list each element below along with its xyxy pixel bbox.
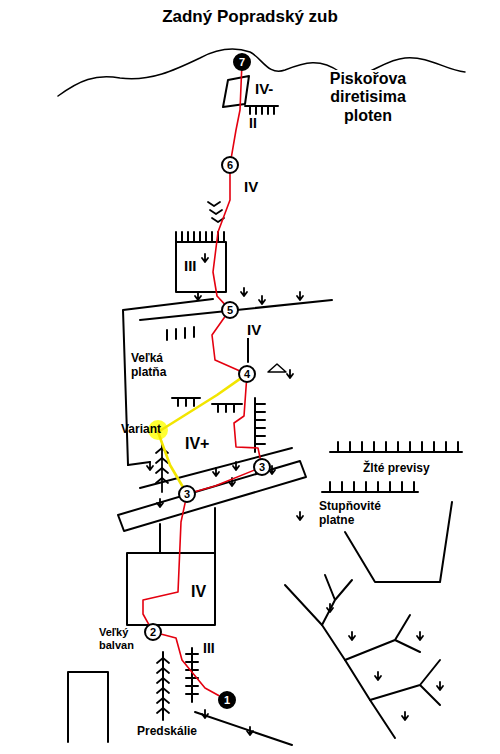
feature-name: Veľká platňa [130,352,190,380]
fall-arrow [402,712,408,720]
feature-name: Predskálie [136,725,198,739]
grade: IV [246,321,262,338]
route-line [212,317,239,370]
station-number: 2 [150,627,156,638]
fall-arrow [297,292,303,300]
variant-label: Variant [120,423,162,437]
station-number: 5 [227,305,233,316]
route-line [232,71,242,156]
station-number: 3 [184,489,190,500]
fall-arrow [202,254,208,262]
feature-name: Stupňovité platne [318,500,400,528]
station-number: 7 [239,57,245,68]
feature-name: Veľký balvan [98,626,144,651]
belay-station: 3 [253,458,271,476]
belay-station: 4 [238,365,256,383]
chimney-mark [157,658,169,663]
belay-station: 1 [218,691,236,709]
chimney-mark [157,678,169,683]
fall-arrow [417,632,423,640]
grade: III [183,257,198,274]
belay-station: 7 [233,53,251,71]
belay-station: 6 [221,156,239,174]
route-line [196,470,254,491]
fall-arrow [259,296,265,304]
route-line [162,634,219,695]
fall-arrow [241,288,247,296]
grade: IV+ [184,435,210,453]
fall-arrow [233,462,239,470]
route-line [143,503,185,624]
fall-arrow [213,468,219,476]
belay-station: 2 [144,623,162,641]
fall-arrow [247,727,253,735]
grade: IV- [254,80,274,97]
fall-arrow [157,499,163,507]
route-name: Piskořova diretisima ploten [312,70,424,125]
chimney-mark [157,698,169,703]
grade: III [202,640,216,656]
fall-arrow [349,632,355,640]
station-number: 4 [244,369,250,380]
fall-arrow [375,672,381,680]
crack-mark [208,202,220,206]
belay-station: 3 [178,485,196,503]
fall-arrow [195,292,201,300]
chimney-mark [157,708,169,713]
station-number: 6 [227,160,233,171]
station-number: 1 [224,695,230,706]
grade: IV [243,178,259,195]
route-line [213,174,230,303]
fall-arrow [327,604,333,612]
chimney-mark [157,668,169,673]
feature-name: Žlté previsy [362,462,431,476]
route-line [234,383,260,458]
station-number: 3 [259,462,265,473]
chimney-mark [157,688,169,693]
fall-arrow [287,370,293,378]
grade: II [248,115,258,131]
variant-line [158,379,240,486]
fall-arrow [147,462,153,470]
chimney-line [161,444,163,492]
belay-station: 5 [221,301,239,319]
topo-title: Zadný Popradský zub [0,7,500,27]
crack-mark [210,210,222,214]
fall-arrow [297,512,303,520]
grade: IV [190,583,207,601]
fall-arrow [202,710,208,718]
fall-arrow [437,682,443,690]
